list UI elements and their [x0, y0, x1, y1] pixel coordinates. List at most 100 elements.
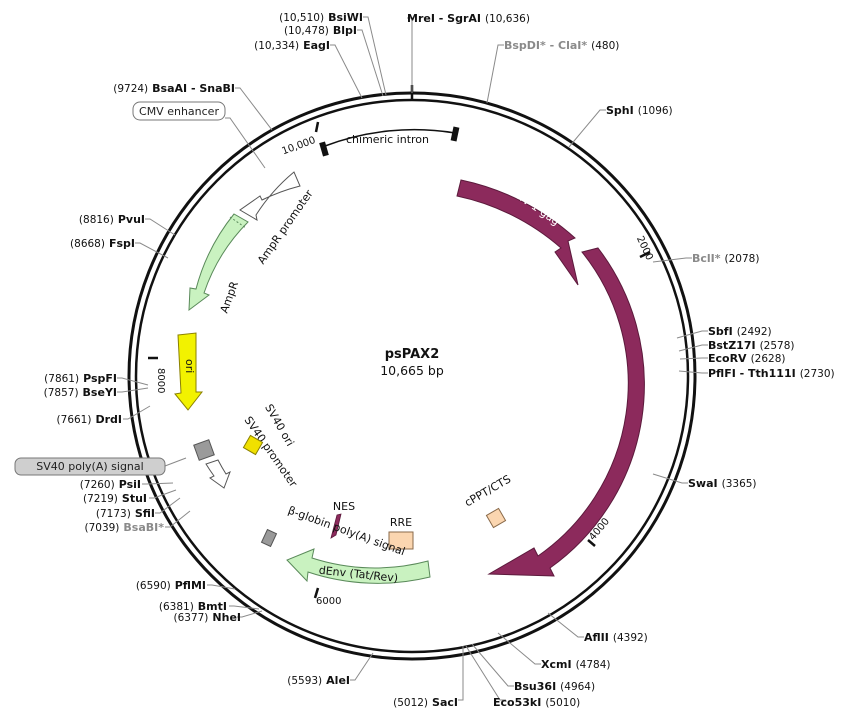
leader-pspfi [117, 377, 149, 386]
nes-feature: NES [330, 500, 355, 539]
sv40-polya-label: SV40 poly(A) signal [14, 457, 166, 476]
ampr-promoter-feature: AmpR promoter [239, 171, 316, 267]
leader-psii [142, 482, 174, 485]
leader-bcli [652, 257, 692, 263]
plasmid-size: 10,665 bp [380, 363, 444, 378]
leader-bspdi [486, 44, 504, 104]
site-xcmi: XcmI(4784) [541, 658, 610, 671]
leader-sbfi [676, 330, 708, 339]
svg-text:SV40 poly(A) signal: SV40 poly(A) signal [36, 460, 143, 473]
leader-swai [652, 473, 688, 484]
hiv1-gag-arrow [456, 179, 579, 286]
svg-text:NES: NES [333, 500, 355, 513]
svg-text:AmpR: AmpR [218, 279, 242, 315]
leader-aflii [547, 612, 584, 638]
site-bsabi: (7039)BsaBI* [84, 521, 164, 534]
restriction-site-labels: MreI - SgrAI(10,636) BspDI* - ClaI*(480)… [44, 11, 835, 709]
leader-alei [350, 652, 374, 681]
site-sbfi: SbfI(2492) [708, 325, 772, 338]
site-sphi: SphI(1096) [606, 104, 673, 117]
ori-feature: ori [174, 332, 204, 411]
ori-arrow [174, 332, 204, 411]
scale-tick-8000: 8000 [148, 356, 166, 393]
scale-tick-label: 8000 [155, 368, 166, 393]
leader-ecorv [679, 357, 708, 360]
leader-sv40-polya [164, 457, 187, 467]
scale-tick-6000: 6000 [313, 587, 341, 607]
leader-pvui [145, 218, 176, 236]
site-pvui: (8816)PvuI [79, 213, 145, 226]
leader-bmti [229, 605, 260, 610]
scale-tick-label: 10,000 [281, 135, 318, 157]
site-blpi: (10,478)BlpI [284, 24, 357, 37]
leader-eco53ki [465, 645, 506, 701]
denv-feature: dEnv (Tat/Rev) [286, 548, 431, 585]
svg-text:CMV enhancer: CMV enhancer [139, 105, 219, 118]
plasmid-name: psPAX2 [385, 347, 440, 362]
site-nhei: (6377)NheI [173, 611, 241, 624]
leader-bseyi [117, 387, 149, 393]
site-eagi: (10,334)EagI [254, 39, 330, 52]
site-bseyi: (7857)BseYI [44, 386, 117, 399]
chimeric-intron-feature: chimeric intron [319, 126, 460, 157]
site-bsiwi: (10,510)BsiWI [279, 11, 363, 24]
leader-blpi [357, 29, 384, 97]
leader-fspi [135, 242, 169, 259]
site-fspi: (8668)FspI [70, 237, 135, 250]
leader-pflfi [678, 370, 708, 374]
site-bcli: BclI*(2078) [692, 252, 759, 265]
site-pspfi: (7861)PspFI [44, 372, 117, 385]
leader-bsu36i [471, 643, 514, 687]
ampr-arrow [188, 213, 249, 312]
site-psii: (7260)PsiI [80, 478, 141, 491]
leader-cmv-enhancer [225, 117, 266, 169]
svg-text:chimeric intron: chimeric intron [346, 133, 429, 146]
leader-sphi [568, 109, 606, 148]
leader-drdi [123, 405, 151, 420]
leader-stui [149, 489, 177, 499]
leader-xcmi [497, 632, 541, 665]
site-aflii: AflII(4392) [584, 631, 648, 644]
cppt-cts-feature: cPPT/CTS [462, 473, 513, 529]
leader-bsabi [165, 510, 191, 528]
leader-pflmi [207, 584, 236, 590]
site-bsaai: (9724)BsaAI - SnaBI [113, 82, 235, 95]
svg-text:cPPT/CTS: cPPT/CTS [462, 473, 513, 510]
scale-tick-label: 6000 [316, 596, 341, 607]
site-pflmi: (6590)PflMI [136, 579, 206, 592]
leader-bsiwi [363, 16, 387, 96]
rre-feature: RRE [388, 516, 414, 550]
site-eco53ki: Eco53kI(5010) [493, 696, 580, 709]
leader-bsaai [235, 87, 273, 131]
leader-bstz17i [678, 344, 708, 352]
site-pflfi: PflFI - Tth111I(2730) [708, 367, 835, 380]
cmv-enhancer-label: CMV enhancer [132, 101, 226, 121]
svg-text:RRE: RRE [390, 516, 412, 529]
leader-sfii [155, 497, 181, 514]
site-drdi: (7661)DrdI [57, 413, 122, 426]
site-bstz17i: BstZ17I(2578) [708, 339, 795, 352]
site-ecorv: EcoRV(2628) [708, 352, 786, 365]
hiv1-pol-arrow [487, 247, 645, 577]
leader-mrei [407, 17, 413, 93]
site-swai: SwaI(3365) [688, 477, 757, 490]
site-leader-lines [117, 16, 708, 701]
leader-eagi [330, 44, 363, 99]
svg-text:HIV-1 pol: HIV-1 pol [646, 391, 671, 442]
ampr-feature: AmpR [188, 213, 249, 315]
hiv1-gag-feature: HIV-1 gag [456, 179, 579, 286]
site-alei: (5593)AleI [287, 674, 350, 687]
leader-saci [458, 646, 464, 701]
site-stui: (7219)StuI [83, 492, 147, 505]
site-bsu36i: Bsu36I(4964) [514, 680, 595, 693]
site-mrei: MreI - SgrAI(10,636) [407, 12, 530, 25]
sv40-promoter-arrow [205, 459, 231, 489]
denv-arrow [286, 548, 431, 584]
site-bspdi: BspDI* - ClaI*(480) [504, 39, 619, 52]
site-bmti: (6381)BmtI [159, 600, 227, 613]
leader-nhei [237, 610, 263, 618]
svg-text:ori: ori [183, 359, 196, 373]
site-saci: (5012)SacI [393, 696, 458, 709]
